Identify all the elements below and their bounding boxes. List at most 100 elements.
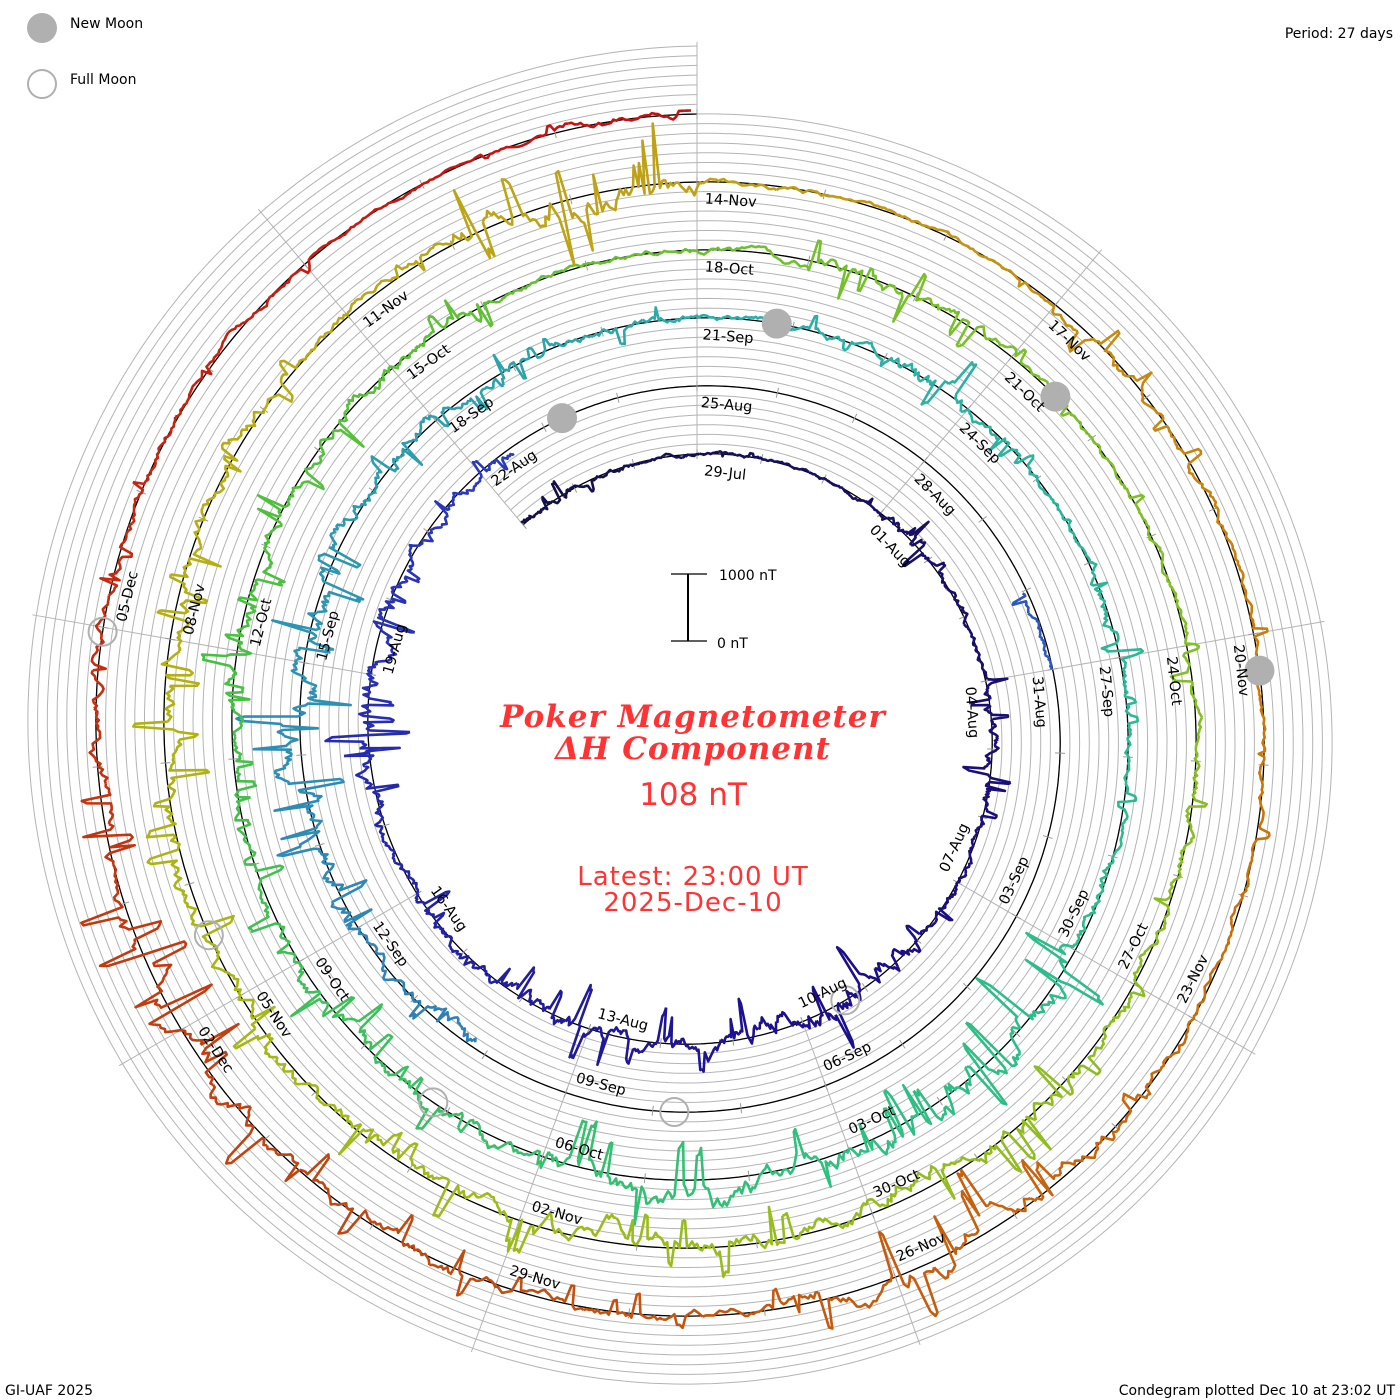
data-trace-segment: [909, 272, 943, 311]
data-trace-segment: [1246, 846, 1255, 886]
data-trace-segment: [479, 377, 504, 409]
data-trace-segment: [358, 708, 411, 734]
data-trace-segment: [1169, 647, 1199, 685]
data-trace-segment: [971, 641, 981, 662]
data-trace-segment: [160, 650, 200, 688]
data-trace-segment: [912, 1165, 956, 1200]
data-trace-segment: [834, 998, 855, 1049]
date-label: 19-Aug: [381, 622, 410, 676]
data-trace-segment: [622, 1292, 664, 1321]
date-label: 05-Dec: [114, 570, 142, 624]
full-moon-marker: [659, 1096, 690, 1127]
data-trace-segment: [987, 1197, 1031, 1214]
data-trace-segment: [997, 341, 1028, 366]
data-trace-segment: [361, 685, 395, 711]
data-trace-segment: [451, 488, 470, 507]
data-trace-segment: [515, 1149, 550, 1169]
data-trace-segment: [850, 198, 888, 211]
radial-spoke: [877, 249, 1103, 517]
data-trace-segment: [1123, 759, 1131, 788]
data-trace-segment: [390, 346, 418, 370]
data-trace-segment: [937, 570, 949, 590]
new-moon-legend-icon: [27, 13, 57, 43]
data-trace-segment: [234, 767, 258, 799]
data-trace-segment: [481, 178, 514, 226]
date-label: 21-Sep: [702, 327, 754, 347]
data-trace-segment: [355, 279, 388, 302]
data-trace-segment: [757, 1016, 778, 1035]
data-trace-segment: [254, 549, 286, 587]
data-trace-segment: [592, 326, 623, 345]
data-trace-segment: [432, 1180, 481, 1218]
data-trace-segment: [457, 395, 490, 411]
data-trace-segment: [583, 1298, 624, 1316]
day-tick: [899, 1039, 906, 1049]
data-trace-segment: [174, 383, 196, 419]
data-trace-segment: [209, 1084, 251, 1110]
day-tick: [1129, 981, 1139, 988]
data-trace-segment: [873, 350, 900, 368]
data-trace-segment: [495, 138, 533, 153]
data-trace-segment: [131, 481, 145, 525]
data-trace-segment: [753, 245, 786, 265]
data-trace-segment: [1144, 1059, 1167, 1097]
data-trace-segment: [217, 322, 244, 354]
data-trace-segment: [279, 355, 308, 383]
data-trace-segment: [1068, 526, 1085, 551]
day-tick: [912, 292, 919, 302]
date-label: 25-Aug: [700, 395, 753, 416]
data-trace-segment: [716, 1235, 753, 1278]
day-tick: [1114, 656, 1125, 659]
data-trace-segment: [890, 947, 911, 968]
date-label: 29-Nov: [508, 1263, 563, 1293]
data-trace-segment: [978, 659, 989, 681]
full-moon-marker: [193, 920, 224, 951]
radial-spoke: [470, 1024, 591, 1353]
data-trace-segment: [956, 1168, 990, 1243]
data-trace-segment: [408, 539, 425, 560]
data-trace-segment: [1145, 522, 1164, 554]
data-trace-segment: [737, 997, 760, 1045]
data-trace-segment: [727, 1179, 760, 1202]
data-trace-segment: [874, 962, 901, 973]
day-tick: [651, 1105, 654, 1116]
data-trace-segment: [474, 458, 509, 473]
data-trace-segment: [1079, 1039, 1105, 1076]
data-trace-segment: [576, 1120, 614, 1178]
data-trace-segment: [970, 697, 1010, 721]
data-trace-segment: [1054, 502, 1072, 527]
data-trace-segment: [686, 246, 722, 256]
data-trace-segment: [1119, 1092, 1149, 1125]
data-trace-segment: [215, 966, 242, 997]
data-trace-segment: [1257, 769, 1264, 810]
data-trace-segment: [1249, 616, 1269, 656]
data-trace-segment: [399, 437, 424, 467]
data-trace-segment: [781, 1212, 819, 1241]
data-trace-segment: [980, 797, 998, 820]
data-trace-segment: [702, 1307, 743, 1318]
data-trace-segment: [786, 1127, 816, 1175]
data-trace-segment: [173, 865, 188, 903]
data-trace-segment: [962, 757, 1011, 784]
data-trace-segment: [918, 374, 950, 406]
data-trace-segment: [1058, 1153, 1097, 1175]
data-trace-segment: [147, 792, 177, 835]
data-trace-segment: [344, 754, 375, 779]
day-tick: [963, 982, 971, 991]
data-trace-segment: [720, 1017, 741, 1045]
data-trace-segment: [515, 966, 536, 1003]
data-trace-segment: [1124, 703, 1139, 733]
data-trace-segment: [237, 995, 276, 1030]
data-trace-segment: [292, 686, 353, 712]
day-tick: [1238, 893, 1249, 898]
data-trace-segment: [357, 201, 392, 225]
data-trace-segment: [963, 854, 973, 874]
data-trace-segment: [441, 299, 472, 329]
data-trace-segment: [694, 313, 722, 322]
data-trace-segment: [94, 595, 111, 634]
data-trace-segment: [841, 487, 858, 501]
data-trace-segment: [1220, 920, 1234, 959]
data-trace-segment: [1023, 363, 1050, 388]
data-trace-segment: [579, 1213, 617, 1238]
data-trace-segment: [541, 337, 569, 353]
